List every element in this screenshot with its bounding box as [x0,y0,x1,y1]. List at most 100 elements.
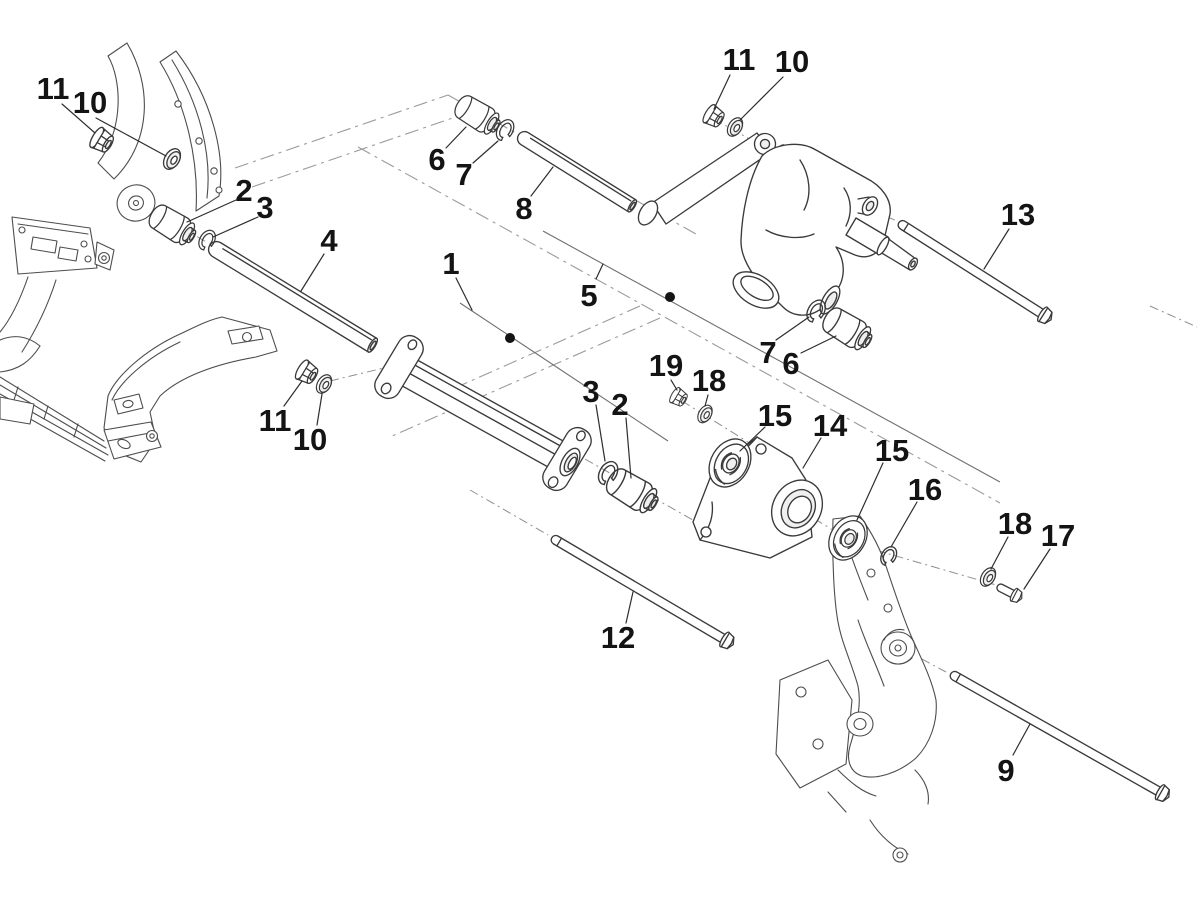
part-number[interactable]: 3 [582,374,599,409]
rocker-body [740,143,891,316]
part-number[interactable]: 10 [775,44,809,79]
callout-18-mid[interactable]: 18 [692,363,726,407]
part-number[interactable]: 15 [758,398,792,433]
part-number[interactable]: 14 [813,408,848,443]
fork-plate [159,50,222,212]
leader-line [530,166,554,197]
bracket-hub [770,479,824,537]
leader-line [990,536,1009,570]
leader-line [595,404,606,462]
part-number[interactable]: 5 [580,278,597,313]
callout-10-topleft[interactable]: 10 [73,85,167,157]
part-number[interactable]: 9 [997,753,1014,788]
nut-11b [700,102,728,131]
pivot-rod-4 [207,240,379,353]
callout-19[interactable]: 19 [649,348,683,391]
leader-line [775,316,810,341]
part-number[interactable]: 6 [782,346,799,381]
assembly-line-1 [459,302,669,442]
callout-13[interactable]: 13 [983,197,1035,270]
part-number[interactable]: 1 [442,246,459,281]
part-number[interactable]: 18 [998,506,1032,541]
callout-18-right[interactable]: 18 [990,506,1032,570]
frame-fork-ghost [0,42,223,373]
leader-line [800,335,837,354]
part-number[interactable]: 7 [455,157,472,192]
axis-line [469,489,549,536]
pivot-rod-8 [516,130,638,213]
part-number[interactable]: 2 [611,387,628,422]
callout-10-topright[interactable]: 10 [739,44,809,121]
callout-3-mid[interactable]: 3 [582,374,606,462]
engine-mount-ghost [775,659,853,789]
part-number[interactable]: 19 [649,348,683,383]
axis-line [147,207,209,244]
callout-16[interactable]: 16 [890,472,942,548]
callout-6-mid[interactable]: 6 [782,335,837,381]
callout-7-top[interactable]: 7 [455,140,499,192]
bracket-pivot-boss [880,628,916,665]
washer-18b [976,564,1000,590]
part-number[interactable]: 7 [759,335,776,370]
part-number[interactable]: 3 [256,190,273,225]
callout-9[interactable]: 9 [997,723,1031,788]
callout-5[interactable]: 5 [580,263,604,313]
leader-line [890,501,918,548]
leader-line [739,426,766,452]
part-number[interactable]: 2 [235,173,252,208]
callout-7-mid[interactable]: 7 [759,316,810,370]
callout-12[interactable]: 12 [601,591,635,655]
leader-line [802,437,822,469]
part-number[interactable]: 11 [723,42,756,77]
part-number[interactable]: 10 [73,85,107,120]
part-number[interactable]: 15 [875,433,909,468]
leader-line [455,277,473,311]
plate-hole [195,137,203,145]
callout-10-bottomleft[interactable]: 10 [293,393,327,457]
leader-line [595,263,604,280]
callout-8[interactable]: 8 [515,166,554,226]
part-number[interactable]: 16 [908,472,942,507]
callout-11-topright[interactable]: 11 [713,42,756,110]
part-number[interactable]: 10 [293,422,327,457]
assembly-line-5 [542,230,1001,483]
part-number[interactable]: 11 [37,71,70,106]
callout-2-mid[interactable]: 2 [611,387,632,479]
assembly-dot [505,333,515,343]
leader-line [670,379,678,391]
callout-14[interactable]: 14 [802,408,848,469]
assembly-dot [665,292,675,302]
callout-11-topleft[interactable]: 11 [37,71,96,134]
callout-2-left[interactable]: 2 [186,173,253,223]
pivot-boss [116,184,156,222]
callout-4[interactable]: 4 [300,223,338,292]
hex-bolt-12 [550,534,739,653]
part-number[interactable]: 17 [1041,518,1075,553]
axis-line [1149,305,1198,328]
callout-15-right[interactable]: 15 [856,433,909,521]
callout-15-left[interactable]: 15 [739,398,792,452]
phantom-line [251,111,471,188]
rail-end-box [103,421,162,460]
phantom-line [234,94,449,169]
oval-tube-opening [732,271,780,309]
callout-6-top[interactable]: 6 [428,126,467,177]
leader-line [61,103,96,134]
callout-17[interactable]: 17 [1023,518,1075,590]
leader-line [704,394,709,407]
part-number[interactable]: 13 [1001,197,1035,232]
leader-line [1023,548,1051,590]
part-number[interactable]: 11 [259,403,292,438]
callout-1[interactable]: 1 [442,246,473,311]
leader-line [713,74,731,110]
part-number[interactable]: 4 [320,223,338,258]
part-number[interactable]: 18 [692,363,726,398]
leader-line [856,462,884,521]
part-number[interactable]: 6 [428,142,445,177]
part-number[interactable]: 8 [515,191,532,226]
callout-11-bottomleft[interactable]: 11 [259,380,303,438]
callout-3-left[interactable]: 3 [212,190,274,238]
part-number[interactable]: 12 [601,620,635,655]
